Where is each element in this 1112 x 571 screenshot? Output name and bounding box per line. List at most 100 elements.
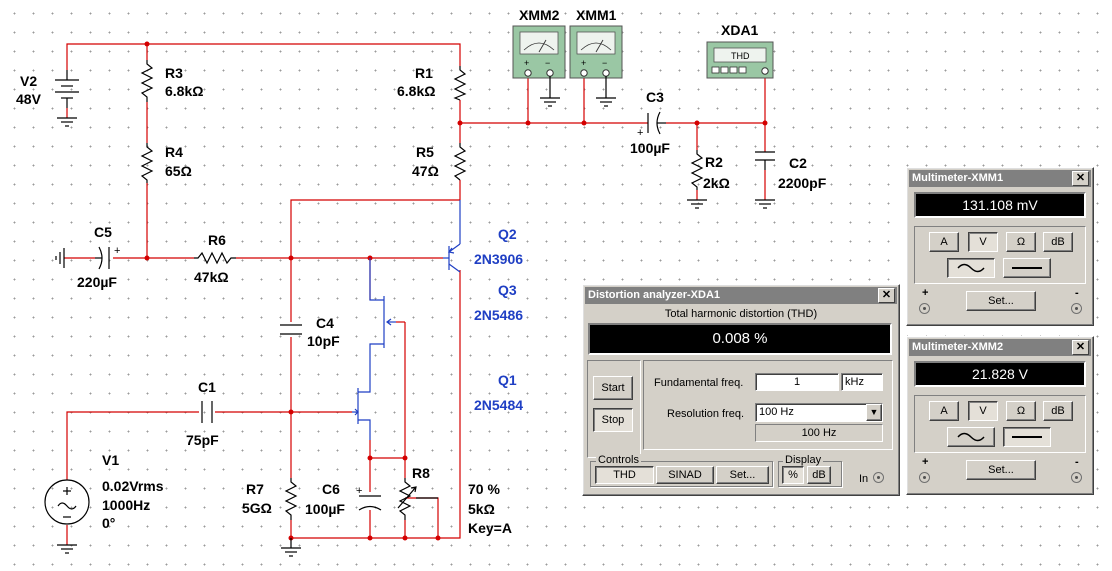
q2-name: Q2 [498,226,517,242]
r6-name: R6 [208,232,226,248]
ohmmeter-mode-button[interactable]: Ω [1006,232,1036,252]
positive-terminal-label: + [922,287,929,299]
positive-terminal-icon[interactable] [919,303,930,314]
ohmmeter-mode-button[interactable]: Ω [1006,401,1036,421]
c4-capacitor[interactable] [280,324,302,335]
r1-name: R1 [415,65,433,81]
ammeter-mode-button[interactable]: A [929,401,959,421]
thd-reading-display: 0.008 % [588,323,892,355]
stop-button[interactable]: Stop [593,408,633,432]
r7-resistor[interactable] [284,478,298,520]
multimeter-controls-panel [914,395,1086,453]
distortion-analyzer-titlebar[interactable]: Distortion analyzer-XDA1 ✕ [585,287,897,304]
r3-resistor[interactable] [140,60,154,102]
input-terminal-icon[interactable] [873,472,884,483]
c2-value: 2200pF [778,175,827,191]
c1-capacitor[interactable] [201,401,213,423]
r1-resistor[interactable] [453,66,467,101]
c4-value: 10pF [307,333,340,349]
close-button[interactable]: ✕ [1072,171,1089,186]
xmm2-instrument-symbol[interactable]: + − [512,25,566,79]
set-button[interactable]: Set... [966,460,1036,480]
r8-percent: 70 % [468,481,500,497]
voltmeter-mode-button[interactable]: V [968,401,998,421]
multimeter-xmm2-window[interactable]: Multimeter-XMM2 ✕ 21.828 V A V Ω dB Set.… [906,336,1094,495]
decibel-mode-button[interactable]: dB [1043,401,1073,421]
c6-name: C6 [322,481,340,497]
close-button[interactable]: ✕ [1072,340,1089,355]
q3-value: 2N5486 [474,307,523,323]
r2-resistor[interactable] [690,150,704,190]
resolution-freq-label: Resolution freq. [667,408,745,420]
v1-ac-source[interactable] [44,479,90,525]
thd-mode-button[interactable]: THD [595,466,654,484]
c4-name: C4 [316,315,334,331]
ac-mode-button[interactable] [947,427,995,447]
v1-name: V1 [102,452,119,468]
xda1-label: XDA1 [721,22,759,38]
window-title: Multimeter-XMM2 [912,341,1004,353]
v1-amplitude: 0.02Vrms [102,478,164,494]
db-display-button[interactable]: dB [807,466,831,484]
decibel-mode-button[interactable]: dB [1043,232,1073,252]
fundamental-freq-input[interactable]: 1 [755,373,839,391]
xmm1-instrument-symbol[interactable]: + − [569,25,623,79]
distortion-analyzer-window[interactable]: Distortion analyzer-XDA1 ✕ Total harmoni… [582,284,900,496]
dropdown-arrow-icon[interactable]: ▼ [866,404,882,421]
c5-capacitor[interactable]: + [95,245,120,270]
r2-name: R2 [705,154,723,170]
controls-group-label: Controls [596,454,641,466]
set-button[interactable]: Set... [966,291,1036,311]
ac-mode-button[interactable] [947,258,995,278]
c6-capacitor[interactable]: + [356,485,382,511]
fundamental-unit-select[interactable]: kHz [841,373,883,391]
svg-text:+: + [114,245,120,257]
negative-terminal-label: - [1075,456,1079,468]
r8-name: R8 [412,465,430,481]
dc-mode-button[interactable] [1003,258,1051,278]
multimeter-reading-display: 131.108 mV [914,192,1086,218]
multimeter-xmm1-titlebar[interactable]: Multimeter-XMM1 ✕ [909,170,1091,187]
negative-terminal-icon[interactable] [1071,472,1082,483]
ground-symbol [540,97,560,107]
voltmeter-mode-button[interactable]: V [968,232,998,252]
q2-transistor[interactable] [443,200,461,273]
sine-wave-icon [957,432,985,442]
multimeter-xmm2-titlebar[interactable]: Multimeter-XMM2 ✕ [909,339,1091,356]
xda1-instrument-symbol[interactable]: THD [706,41,774,79]
c3-capacitor[interactable]: + [637,111,666,139]
q3-transistor[interactable] [369,258,396,390]
multimeter-controls-panel [914,226,1086,284]
set-button[interactable]: Set... [716,466,769,484]
ground-symbol [55,248,65,268]
sinad-mode-button[interactable]: SINAD [656,466,714,484]
close-button[interactable]: ✕ [878,288,895,303]
r7-name: R7 [246,481,264,497]
negative-terminal-icon[interactable] [1071,303,1082,314]
input-terminal-label: In [859,473,869,485]
frequency-panel [643,360,893,450]
v2-battery[interactable] [55,70,79,108]
q1-transistor[interactable] [352,388,371,440]
sine-wave-icon [957,263,985,273]
r6-resistor[interactable] [194,251,236,265]
c2-capacitor[interactable] [755,151,775,170]
resolution-freq-select[interactable]: 100 Hz ▼ [755,403,883,422]
r4-resistor[interactable] [140,143,154,183]
ammeter-mode-button[interactable]: A [929,232,959,252]
r3-name: R3 [165,65,183,81]
r5-resistor[interactable] [453,143,467,181]
positive-terminal-icon[interactable] [919,472,930,483]
r4-value: 65Ω [165,163,192,179]
start-button[interactable]: Start [593,376,633,400]
r5-name: R5 [416,144,434,160]
c1-name: C1 [198,379,216,395]
r8-potentiometer[interactable] [397,478,438,520]
dc-mode-button[interactable] [1003,427,1051,447]
r1-value: 6.8kΩ [397,83,435,99]
resolution-freq-readout: 100 Hz [755,424,883,442]
q1-value: 2N5484 [474,397,523,413]
percent-display-button[interactable]: % [782,466,804,484]
multimeter-xmm1-window[interactable]: Multimeter-XMM1 ✕ 131.108 mV A V Ω dB Se… [906,167,1094,326]
